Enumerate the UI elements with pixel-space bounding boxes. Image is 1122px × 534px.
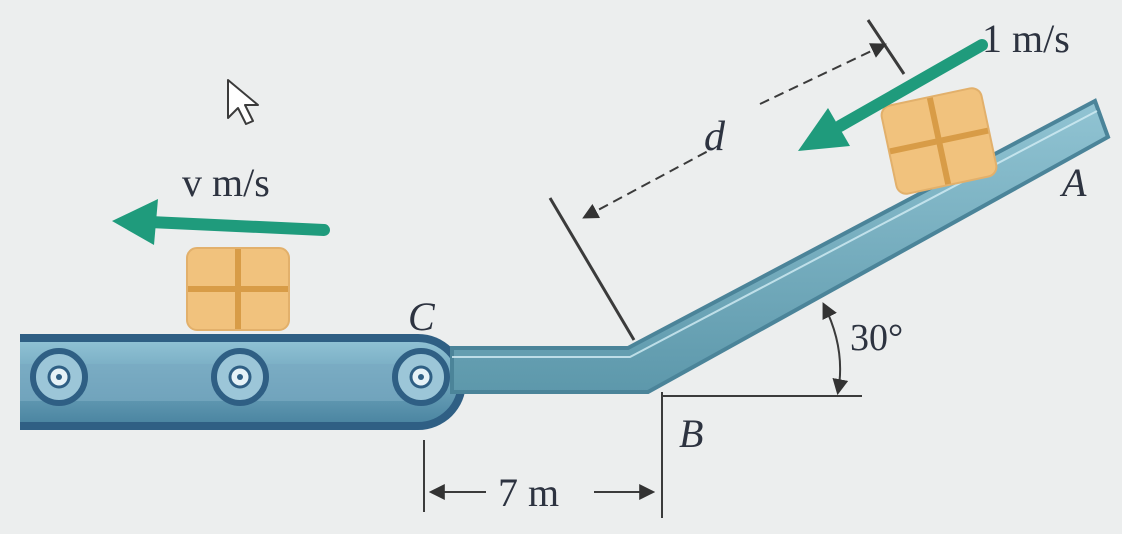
- ramp-body: [450, 98, 1111, 394]
- angle-marker: [662, 302, 862, 397]
- conveyor-belt: [20, 334, 466, 430]
- roller-3: [392, 348, 450, 406]
- label-point-c: C: [408, 294, 436, 339]
- package-box-ramp: [880, 87, 998, 195]
- label-horizontal-distance: 7 m: [498, 470, 559, 515]
- ramp-highlight: [452, 110, 1098, 358]
- velocity-arrow-ramp: [798, 39, 988, 151]
- roller-1: [30, 348, 88, 406]
- label-distance-d: d: [704, 114, 726, 160]
- label-speed-top: 1 m/s: [982, 16, 1070, 61]
- label-speed-left: v m/s: [182, 160, 270, 205]
- label-angle: 30°: [850, 317, 903, 359]
- label-point-a: A: [1059, 160, 1087, 205]
- dimension-7m: [423, 392, 663, 518]
- ramp: [450, 98, 1111, 394]
- velocity-arrow-left: [112, 199, 330, 245]
- package-box-left: [186, 247, 290, 331]
- mouse-pointer-icon: [227, 79, 259, 125]
- dimension-d: [548, 19, 906, 341]
- roller-2: [211, 348, 269, 406]
- label-point-b: B: [679, 411, 703, 456]
